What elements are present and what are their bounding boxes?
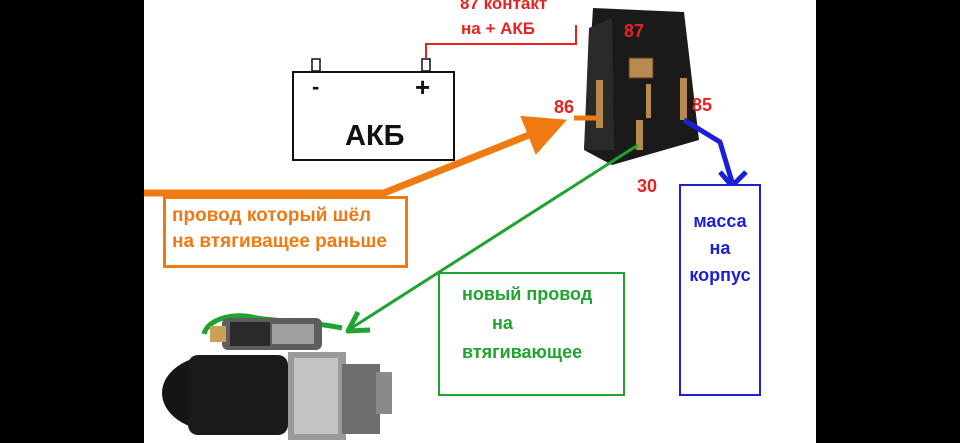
old-wire-note-line1: провод который шёл: [172, 205, 372, 226]
green-wire-arrowhead: [345, 310, 371, 334]
new-wire-note-line2: на: [492, 313, 513, 333]
pin-86-label: 86: [554, 97, 575, 117]
ground-note-line1: масса: [693, 211, 747, 231]
new-wire-note-line3: втягивающее: [462, 342, 583, 362]
old-wire-note-line2: на втягиващее раньше: [172, 231, 387, 252]
diagram-canvas: - + АКБ 87 контакт на + АКБ 87 86 85 30 …: [144, 0, 816, 443]
battery-minus-sign: -: [312, 74, 320, 99]
ground-note-line3: корпус: [689, 265, 751, 285]
battery-label: АКБ: [345, 120, 405, 152]
relay-note-line2: на + АКБ: [461, 19, 535, 38]
pin-85-label: 85: [692, 95, 713, 115]
ground-note-box: масса на корпус: [679, 184, 761, 396]
old-wire-note-box: провод который шёл на втягиващее раньше: [163, 196, 408, 268]
starter-motor-icon: [162, 318, 392, 440]
new-wire-note-line1: новый провод: [462, 284, 593, 304]
pin-30-label: 30: [637, 176, 658, 196]
ground-note-line2: на: [709, 238, 731, 258]
wiring-layer: [144, 8, 748, 440]
green-wire: [349, 143, 639, 331]
pin-87-label: 87: [624, 21, 645, 41]
red-wire: [425, 25, 577, 58]
orange-wire: [144, 115, 567, 197]
battery-plus-sign: +: [415, 72, 431, 102]
blue-wire: [682, 117, 735, 183]
relay-note-line1: 87 контакт: [457, 0, 551, 14]
battery-icon: [292, 58, 455, 161]
new-wire-note-box: новый провод на втягивающее: [438, 272, 625, 396]
